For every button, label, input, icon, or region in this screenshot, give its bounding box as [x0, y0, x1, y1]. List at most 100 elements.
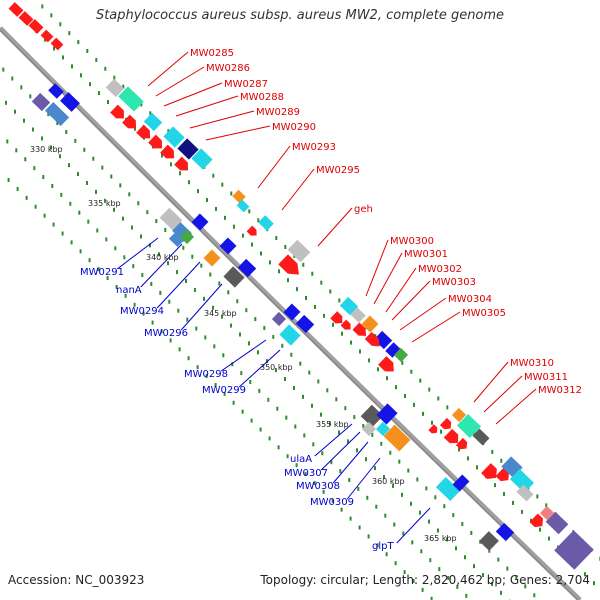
tick-mark	[212, 305, 214, 310]
gene-block	[118, 86, 144, 112]
tick-mark	[278, 269, 280, 274]
gene-block	[339, 296, 359, 316]
tick-mark	[404, 394, 406, 399]
tick-mark	[95, 57, 98, 62]
gene-block	[393, 347, 409, 363]
forward-gene-label: MW0293	[292, 142, 336, 153]
tick-mark	[169, 338, 172, 343]
tick-mark	[428, 387, 431, 392]
gene-block	[8, 2, 24, 17]
tick-mark	[141, 273, 144, 278]
tick-mark	[115, 284, 118, 289]
leader-line	[365, 239, 389, 297]
tick-mark	[95, 189, 97, 194]
leader-line	[346, 457, 381, 500]
tick-mark	[482, 573, 484, 578]
tick-mark	[24, 157, 27, 162]
gene-block	[44, 102, 70, 126]
tick-mark	[470, 530, 473, 535]
leader-line	[332, 441, 369, 484]
tick-mark	[62, 55, 64, 60]
tick-mark	[305, 296, 307, 301]
gene-block	[203, 249, 221, 267]
tick-mark	[323, 313, 325, 318]
tick-mark	[455, 546, 457, 551]
tick-mark	[113, 75, 116, 80]
tick-mark	[14, 109, 16, 114]
tick-mark	[377, 367, 379, 372]
tick-mark	[268, 436, 271, 441]
leader-line	[205, 125, 271, 141]
tick-mark	[353, 415, 356, 420]
tick-mark	[188, 180, 190, 185]
gene-arrow	[443, 428, 459, 444]
leader-line	[189, 110, 255, 129]
tick-mark	[446, 537, 448, 542]
tick-mark	[6, 139, 9, 144]
tick-mark	[500, 590, 502, 595]
leader-line	[473, 361, 509, 403]
forward-gene-label: MW0301	[404, 249, 448, 260]
leader-line	[373, 252, 403, 305]
backbone-shadow	[0, 29, 579, 600]
forward-gene-label: MW0286	[206, 63, 250, 74]
tick-mark	[383, 475, 385, 480]
tick-mark	[385, 552, 388, 557]
gene-block	[191, 213, 209, 231]
tick-mark	[239, 332, 241, 337]
genome-backbone	[0, 26, 582, 600]
forward-gene-label: MW0304	[448, 294, 492, 305]
tick-mark	[320, 412, 322, 417]
tick-mark	[380, 441, 383, 446]
tick-mark	[356, 448, 358, 453]
gene-arrow	[529, 513, 544, 528]
topology-summary: Topology: circular; Length: 2,820,462 bp…	[260, 573, 590, 587]
accession-text: Accession: NC_003923	[8, 573, 145, 587]
gene-block	[516, 484, 534, 502]
forward-gene-label: MW0300	[390, 236, 434, 247]
tick-mark	[314, 304, 316, 309]
gene-arrow	[160, 144, 175, 159]
tick-mark	[140, 234, 142, 239]
gene-block	[31, 92, 51, 112]
gene-arrow	[455, 437, 468, 450]
tick-mark	[394, 561, 397, 566]
gene-block	[163, 126, 185, 148]
gene-arrow	[110, 104, 125, 119]
tick-mark	[446, 405, 449, 410]
tick-mark	[133, 302, 136, 307]
tick-mark	[447, 576, 450, 581]
tick-mark	[232, 400, 235, 405]
tick-mark	[34, 204, 37, 209]
tick-mark	[98, 91, 100, 96]
tick-mark	[367, 534, 370, 539]
gene-block	[451, 407, 467, 423]
tick-mark	[412, 578, 415, 583]
gene-block	[40, 29, 54, 43]
tick-mark	[311, 271, 314, 276]
gene-arrow	[352, 322, 367, 336]
leader-line	[385, 267, 417, 313]
tick-mark	[70, 240, 73, 245]
tick-mark	[185, 279, 187, 284]
tick-mark	[392, 483, 394, 488]
tick-mark	[269, 260, 271, 265]
tick-mark	[465, 593, 468, 598]
gene-block	[271, 311, 287, 327]
tick-mark	[204, 335, 207, 340]
gene-block	[479, 531, 499, 551]
tick-mark	[384, 513, 387, 518]
tick-mark	[494, 483, 496, 488]
tick-mark	[236, 299, 239, 304]
tick-mark	[41, 4, 44, 9]
gene-arrow	[278, 254, 299, 275]
tick-mark	[335, 397, 338, 402]
tick-mark	[42, 175, 45, 180]
tick-mark	[25, 195, 28, 200]
tick-mark	[194, 287, 196, 292]
tick-mark	[104, 198, 106, 203]
tick-mark	[56, 121, 59, 126]
tick-mark	[106, 276, 109, 281]
tick-mark	[259, 427, 262, 432]
tick-mark	[110, 174, 113, 179]
